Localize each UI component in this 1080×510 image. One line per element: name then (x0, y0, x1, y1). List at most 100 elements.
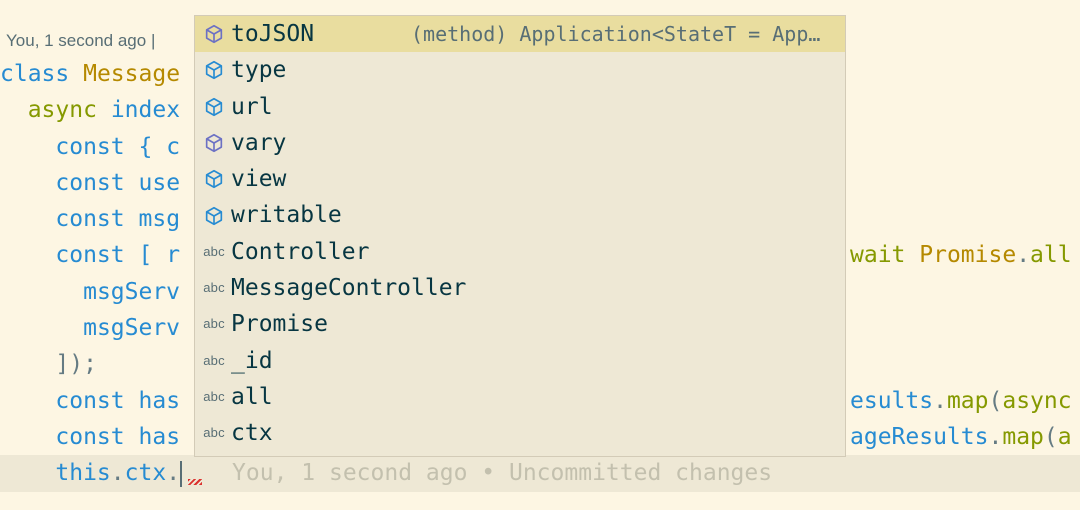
suggestion-label: Controller (231, 238, 370, 265)
code-line: const msg (0, 201, 1080, 237)
text-cursor (180, 460, 183, 487)
code-line: const use (0, 165, 1080, 201)
inline-blame: You, 1 second ago • Uncommitted changes (232, 460, 773, 487)
abc-icon: abc (199, 306, 229, 342)
suggestion-item[interactable]: abc MessageController (195, 270, 845, 306)
suggestion-label: Promise (231, 311, 328, 338)
code-text-right: wait Promise.all (850, 237, 1072, 273)
abc-icon-text: abc (203, 388, 225, 404)
identifier: ctx (124, 460, 167, 487)
abc-icon: abc (199, 270, 229, 306)
keyword: const (55, 169, 125, 196)
class-name: Promise (919, 242, 1017, 269)
cube-icon (199, 23, 229, 45)
suggestion-list: toJSON (method) Application<StateT = App…… (195, 16, 845, 452)
code-text: msg (138, 206, 181, 233)
cube-icon (199, 96, 229, 118)
suggestion-label: view (231, 166, 287, 193)
this-keyword: this (55, 460, 111, 487)
suggestion-label: url (231, 93, 273, 120)
code-editor[interactable]: class Message async index const { c cons… (0, 56, 1080, 492)
code-line: msgServ (0, 310, 1080, 346)
code-line: const has ageResults.map(a (0, 419, 1080, 455)
keyword: const (55, 423, 125, 450)
cube-icon (199, 59, 229, 81)
code-text: msgServ (83, 278, 181, 305)
suggestion-item[interactable]: toJSON (method) Application<StateT = App… (195, 16, 845, 53)
keyword: async (27, 97, 97, 124)
code-text-right: ageResults.map(a (850, 419, 1072, 455)
code-text-right: esults.map(async (850, 383, 1072, 419)
method-name: map (1002, 423, 1044, 450)
keyword: async (1002, 387, 1072, 414)
code-text: has (138, 387, 181, 414)
cube-icon (199, 132, 229, 154)
code-line: const [ r wait Promise.all (0, 237, 1080, 273)
punctuation: . (1016, 242, 1031, 269)
suggestion-item[interactable]: type (195, 52, 845, 88)
method-name: index (110, 97, 181, 124)
code-text: use (138, 169, 181, 196)
punctuation: . (933, 387, 947, 414)
cube-icon (199, 205, 229, 227)
punctuation: . (166, 460, 181, 487)
identifier: a (1057, 423, 1072, 450)
abc-icon: abc (199, 343, 229, 379)
code-text: has (138, 423, 181, 450)
keyword: const (55, 133, 125, 160)
keyword: const (55, 242, 125, 269)
suggestion-label: type (231, 57, 287, 84)
code-text: ]); (55, 351, 97, 378)
suggestion-item[interactable]: abc _id (195, 343, 845, 379)
abc-icon-text: abc (203, 243, 225, 259)
suggestion-label: all (231, 383, 273, 410)
code-line: msgServ (0, 274, 1080, 310)
identifier: ageResults (850, 423, 989, 450)
identifier: esults (850, 387, 934, 414)
suggestion-label: toJSON (231, 21, 315, 47)
suggestion-detail: (method) Application<StateT = App… (411, 22, 821, 46)
abc-icon: abc (199, 234, 229, 270)
abc-icon-text: abc (203, 352, 225, 368)
abc-icon: abc (199, 379, 229, 415)
abc-icon-text: abc (203, 425, 225, 441)
code-line: const has esults.map(async (0, 383, 1080, 419)
error-squiggle (188, 479, 202, 486)
current-line[interactable]: this.ctx. You, 1 second ago • Uncommitted… (0, 455, 1080, 492)
suggestion-label: MessageController (231, 275, 467, 302)
abc-icon-text: abc (203, 316, 225, 332)
suggestion-item[interactable]: view (195, 161, 845, 197)
method-name: all (1030, 242, 1072, 269)
code-line: const { c (0, 129, 1080, 165)
class-name: Message (83, 61, 181, 87)
suggestion-item[interactable]: url (195, 89, 845, 125)
cube-icon (199, 168, 229, 190)
suggestion-item[interactable]: writable (195, 197, 845, 233)
punctuation: ( (1043, 423, 1058, 450)
method-name: map (946, 387, 989, 414)
suggest-widget[interactable]: toJSON (method) Application<StateT = App…… (194, 15, 846, 457)
abc-icon-text: abc (203, 280, 225, 296)
blame-header: You, 1 second ago | (6, 31, 156, 50)
suggestion-label: _id (231, 347, 273, 374)
code-text: [ r (138, 242, 181, 269)
suggestion-label: ctx (231, 420, 273, 447)
keyword: wait (850, 242, 906, 269)
suggestion-item[interactable]: vary (195, 125, 845, 161)
suggestion-item[interactable]: abc Controller (195, 234, 845, 270)
suggestion-label: vary (231, 129, 287, 156)
keyword: const (55, 387, 125, 414)
suggestion-label: writable (231, 202, 342, 229)
punctuation: . (110, 460, 125, 487)
suggestion-item[interactable]: abc Promise (195, 306, 845, 342)
code-line: ]); (0, 346, 1080, 382)
code-text: { c (138, 133, 181, 160)
punctuation: ( (988, 387, 1003, 414)
code-text: msgServ (83, 315, 181, 342)
code-line: class Message (0, 56, 1080, 92)
keyword: class (0, 61, 70, 87)
code-line: async index (0, 92, 1080, 128)
abc-icon: abc (199, 415, 229, 451)
